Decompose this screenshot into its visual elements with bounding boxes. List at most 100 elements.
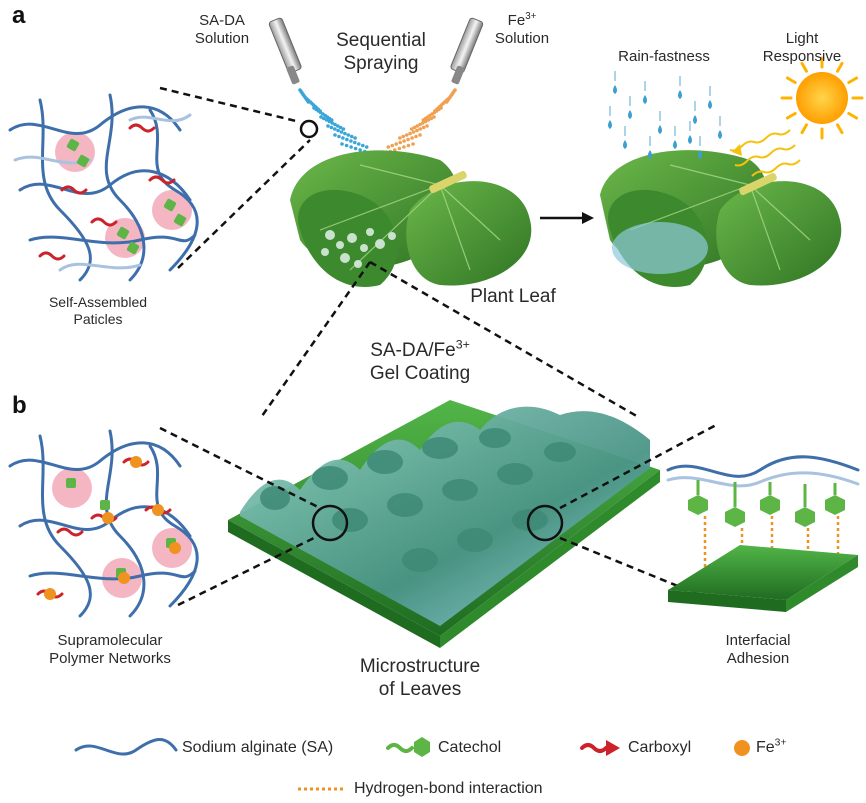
spray-dot — [406, 137, 410, 142]
spray-dot — [344, 143, 349, 148]
fe-solution-line2: Solution — [494, 30, 550, 47]
spray-dot — [353, 140, 357, 145]
panel-label-b: b — [12, 392, 27, 419]
spray-dot — [410, 136, 414, 140]
legend-fe-base: Fe — [756, 739, 775, 756]
light-responsive-line1: Light — [785, 30, 819, 47]
rain-drops — [608, 71, 722, 159]
legend-hbond-label: Hydrogen-bond interaction — [354, 780, 543, 797]
fe-ion-icon — [118, 572, 130, 584]
spray-dot — [336, 128, 340, 133]
spray-dot — [415, 124, 420, 128]
sun-ray — [785, 76, 797, 84]
spray-dot — [386, 145, 391, 149]
sun-ray — [800, 61, 808, 73]
microstructure-slab — [228, 400, 660, 648]
gel-coating-line2: Gel Coating — [369, 362, 471, 384]
legend-fe-sup: 3+ — [774, 737, 787, 749]
spray-dot — [346, 133, 351, 137]
spray-dot — [329, 125, 334, 130]
fe-ion-icon — [169, 542, 181, 554]
gel-coating-line1: SA-DA/Fe3+ — [330, 337, 510, 363]
fe-ion-icon — [102, 512, 114, 524]
sa-da-spray — [298, 88, 381, 158]
sun-ray — [800, 123, 808, 135]
arrow-right-icon — [540, 212, 594, 224]
spray-dot — [343, 131, 347, 136]
fe-solution-line1: Fe3+ — [482, 12, 562, 30]
gel-coating-label: SA-DA/Fe3+ Gel Coating — [330, 337, 510, 386]
spray-dot — [398, 140, 403, 145]
spray-dot — [409, 127, 414, 131]
rain-drop-icon — [678, 90, 682, 99]
self-assembled-particles-line1: Self-Assembled — [48, 294, 148, 310]
spray-dot — [418, 133, 422, 137]
supramolecular-network — [8, 429, 199, 618]
spray-dot — [398, 136, 402, 140]
fe-solution-label: Fe3+ Solution — [482, 12, 562, 48]
spray-dot — [333, 122, 337, 127]
rain-drop-icon — [708, 100, 712, 109]
sequential-spraying-line2: Spraying — [343, 52, 419, 74]
fe-solution-sup: 3+ — [525, 11, 537, 22]
spray-dot — [349, 134, 354, 139]
spray-dot — [338, 125, 343, 130]
gel-coating-sup: 3+ — [455, 337, 470, 352]
gel-coating-base: SA-DA/Fe — [370, 340, 456, 361]
spray-dot — [337, 134, 341, 139]
light-responsive-label: Light Responsive — [752, 30, 852, 66]
spray-dot — [327, 119, 332, 124]
rain-drop-icon — [718, 130, 722, 139]
sa-da-solution-label: SA-DA Solution — [182, 12, 262, 48]
sun-icon — [780, 56, 864, 140]
spray-dot — [353, 146, 358, 151]
rain-drop-icon — [628, 110, 632, 119]
spray-dot — [322, 116, 326, 121]
spray-dot — [333, 127, 337, 131]
spray-dot — [358, 148, 363, 152]
interfacial-adhesion — [666, 455, 860, 612]
legend-carboxyl-icon — [580, 740, 620, 756]
light-responsive-line2: Responsive — [762, 48, 842, 65]
spray-dot — [397, 146, 402, 151]
spray-dot — [340, 142, 344, 146]
spray-dot — [432, 115, 436, 119]
sequential-spraying-line1: Sequential — [336, 30, 426, 51]
fe-ion-icon — [152, 504, 164, 516]
sun-ray — [836, 61, 844, 73]
supramolecular-network-line2: Polymer Networks — [49, 650, 171, 667]
spray-dot — [406, 143, 411, 148]
legend-catechol-label: Catechol — [438, 739, 502, 756]
spray-dot — [426, 118, 431, 122]
spray-dot — [349, 139, 353, 143]
legend-catechol-icon — [386, 737, 430, 757]
spray-dot — [411, 130, 416, 134]
zoom-circle-icon — [526, 504, 564, 542]
spray-dot — [324, 118, 329, 122]
fe-nozzle-icon — [450, 17, 484, 85]
spray-dot — [423, 119, 428, 124]
spray-dot — [394, 142, 399, 146]
rain-drop-icon — [648, 150, 652, 159]
spray-dot — [390, 143, 395, 148]
spray-dot — [425, 124, 429, 128]
spray-dot — [414, 134, 418, 139]
self-assembled-particles-line2: Paticles — [73, 310, 123, 327]
spray-dot — [333, 133, 337, 137]
legend-alginate-icon — [74, 738, 178, 756]
self-assembled-particles-label: Self-Assembled Paticles — [28, 294, 168, 328]
spray-dot — [353, 136, 357, 140]
zoom-circle-icon — [311, 504, 349, 542]
spray-dot — [326, 124, 330, 128]
spray-dot — [418, 122, 422, 127]
rain-drop-icon — [608, 120, 612, 129]
sun-ray — [836, 123, 844, 135]
spray-dot — [341, 136, 345, 140]
legend-alginate-label: Sodium alginate (SA) — [182, 739, 334, 756]
legend-carboxyl-label: Carboxyl — [628, 739, 692, 756]
microstructure-line2: of Leaves — [378, 678, 462, 700]
sun-ray — [847, 76, 859, 84]
legend-fe-label: Fe3+ — [756, 738, 787, 757]
spray-dot — [418, 127, 423, 131]
